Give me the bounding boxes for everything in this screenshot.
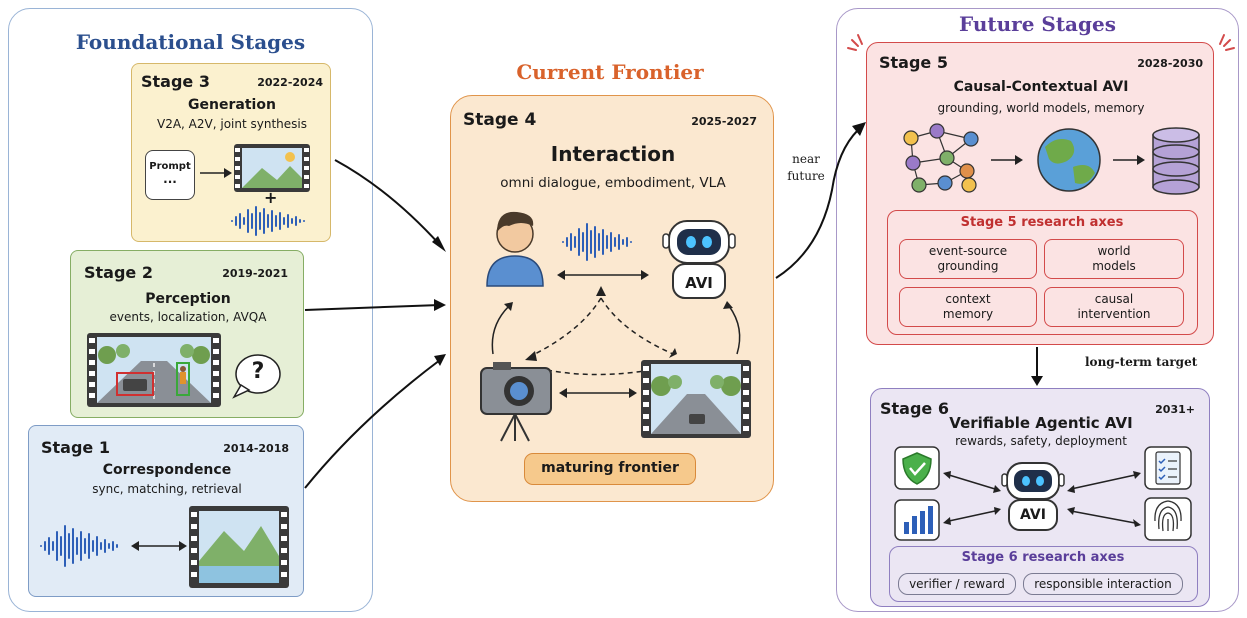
- axis-responsible-interaction: responsible interaction: [1023, 573, 1183, 595]
- prompt-label: Prompt: [149, 161, 191, 172]
- stage2-label: Stage 2: [84, 263, 153, 282]
- stage5-years: 2028-2030: [1137, 57, 1203, 70]
- stage6-graphics: [894, 446, 1192, 541]
- person-icon: [486, 211, 544, 287]
- axis-world-models: world models: [1044, 239, 1184, 279]
- street-video-icon: [641, 360, 751, 438]
- prompt-dots: ...: [163, 172, 177, 186]
- stage4-years: 2025-2027: [691, 115, 757, 128]
- stage6-robot-label: AVI: [1020, 507, 1046, 523]
- stage3-graphics: [200, 144, 310, 236]
- future-panel: [836, 8, 1239, 612]
- stage4-label: Stage 4: [463, 110, 537, 130]
- causal-graph-icon: [903, 123, 979, 193]
- stage4-desc: omni dialogue, embodiment, VLA: [500, 175, 726, 191]
- stage5-axes-box: Stage 5 research axes event-source groun…: [887, 210, 1198, 335]
- globe-icon: [1037, 128, 1101, 192]
- axis-context-memory: context memory: [899, 287, 1037, 327]
- stage4-card: Stage 4 2025-2027 Interaction omni dialo…: [450, 95, 774, 502]
- robot-icon: [1001, 462, 1065, 531]
- stage1-years: 2014-2018: [223, 442, 289, 455]
- axis-event-source-grounding: event-source grounding: [899, 239, 1037, 279]
- stage5-label: Stage 5: [879, 53, 948, 72]
- plus-sign: +: [264, 188, 278, 207]
- stage1-desc: sync, matching, retrieval: [92, 482, 242, 496]
- stage2-graphics: [87, 333, 281, 407]
- future-title: Future Stages: [958, 12, 1116, 36]
- fingerprint-icon: [1144, 497, 1192, 541]
- prompt-box: Prompt ...: [145, 150, 195, 200]
- street-video-icon: [87, 333, 221, 407]
- stage6-card: Stage 6 2031+ Verifiable Agentic AVI rew…: [870, 388, 1210, 607]
- robot-icon: [662, 220, 736, 299]
- stage5-graphics: [903, 123, 1200, 195]
- audio-waveform-icon: [40, 525, 118, 567]
- long-term-target-label: long-term target: [1085, 355, 1198, 369]
- axis-verifier-reward: verifier / reward: [898, 573, 1016, 595]
- stage2-years: 2019-2021: [222, 267, 288, 280]
- near-future-label: near future: [787, 152, 825, 183]
- stage3-label: Stage 3: [141, 72, 210, 91]
- stage5-name: Causal-Contextual AVI: [953, 79, 1129, 95]
- maturing-frontier-badge: maturing frontier: [524, 453, 696, 485]
- stage6-years: 2031+: [1155, 403, 1195, 416]
- stage3-name: Generation: [188, 97, 276, 113]
- stage5-card: Stage 5 2028-2030 Causal-Contextual AVI …: [866, 42, 1214, 345]
- question-mark: ?: [251, 359, 265, 384]
- foundational-panel: [8, 8, 373, 612]
- stage1-card: Stage 1 2014-2018 Correspondence sync, m…: [28, 425, 304, 597]
- checklist-icon: [1144, 446, 1192, 490]
- foundational-title: Foundational Stages: [75, 30, 306, 54]
- stage1-name: Correspondence: [102, 462, 232, 478]
- stage4-graphics: [480, 211, 751, 442]
- database-icon: [1152, 127, 1200, 195]
- stage3-years: 2022-2024: [257, 76, 323, 89]
- stage2-card: Stage 2 2019-2021 Perception events, loc…: [70, 250, 304, 418]
- generated-video-icon: [234, 144, 310, 192]
- audio-waveform-icon: [231, 206, 305, 236]
- axis-causal-intervention: causal intervention: [1044, 287, 1184, 327]
- shield-icon: [894, 446, 940, 490]
- current-title: Current Frontier: [516, 60, 704, 84]
- stage2-desc: events, localization, AVQA: [109, 310, 267, 324]
- stage2-name: Perception: [145, 291, 231, 307]
- stage6-axes-box: Stage 6 research axes verifier / reward …: [889, 546, 1198, 602]
- stage1-label: Stage 1: [41, 438, 110, 457]
- stage6-name: Verifiable Agentic AVI: [949, 414, 1133, 432]
- stage6-axes-title: Stage 6 research axes: [961, 550, 1125, 565]
- landscape-video-icon: [189, 506, 289, 588]
- stage5-axes-title: Stage 5 research axes: [960, 215, 1124, 230]
- camera-icon: [480, 362, 552, 442]
- stage3-card: Stage 3 2022-2024 Generation V2A, A2V, j…: [131, 63, 331, 242]
- stage4-robot-label: AVI: [685, 274, 713, 292]
- stage6-label: Stage 6: [880, 399, 949, 418]
- bar-chart-icon: [894, 499, 940, 541]
- audio-waveform-icon: [562, 223, 632, 261]
- stage6-desc: rewards, safety, deployment: [955, 434, 1127, 448]
- question-bubble-icon: [232, 354, 281, 399]
- stage5-desc: grounding, world models, memory: [937, 101, 1145, 115]
- stage1-graphics: [40, 506, 289, 588]
- stage4-name: Interaction: [550, 142, 676, 166]
- stage3-desc: V2A, A2V, joint synthesis: [157, 117, 307, 131]
